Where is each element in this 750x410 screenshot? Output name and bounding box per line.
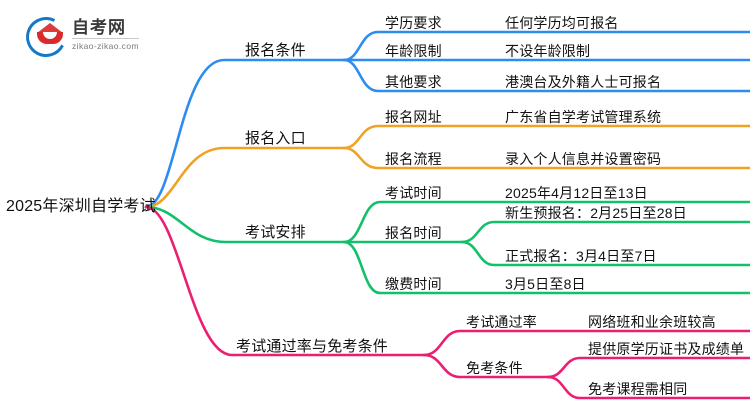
leaf-value-baomingwangzhi: 广东省自学考试管理系统 [505, 109, 662, 125]
logo-text-block: 自考网 zikao-zikao.com [72, 18, 139, 52]
branch-label-kaoshitongguolvyumiankaotiaojian: 考试通过率与免考条件 [236, 338, 389, 355]
leaf-label-nianlingxianzhi: 年龄限制 [385, 43, 442, 59]
leaf-label-qitayaoqiu: 其他要求 [385, 74, 442, 90]
leaf-value-miankaotiaojian-kecheng: 免考课程需相同 [588, 381, 688, 397]
leaf-value-baomingshijian-xinsheng: 新生预报名：2月25日至28日 [505, 205, 687, 221]
leaf-label-kaoshitongguolv: 考试通过率 [466, 314, 537, 330]
leaf-label-jiaofeishijian: 缴费时间 [385, 276, 442, 292]
branch-label-baomingrukou: 报名入口 [245, 130, 306, 147]
mindmap-root-node: 2025年深圳自学考试 [6, 198, 156, 215]
leaf-value-baomingliucheng: 录入个人信息并设置密码 [505, 151, 662, 167]
leaf-value-miankaotiaojian-zhengshu: 提供原学历证书及成绩单 [588, 341, 745, 357]
leaf-label-xueliyaoqiu: 学历要求 [385, 15, 442, 31]
logo-domain: zikao-zikao.com [72, 38, 139, 52]
wire-baomingrukou-to-wangzhi [342, 124, 750, 150]
branch-label-kaoshianpai: 考试安排 [245, 224, 306, 241]
leaf-value-jiaofeishijian: 3月5日至8日 [505, 276, 586, 292]
leaf-value-baomingshijian-zhengshi: 正式报名：3月4日至7日 [505, 248, 657, 264]
logo-cap-top-shape [37, 23, 63, 33]
leaf-label-miankaotiaojian: 免考条件 [466, 360, 523, 376]
graduation-cap-icon [20, 11, 72, 63]
leaf-label-kaoshishijian: 考试时间 [385, 185, 442, 201]
leaf-label-baomingliucheng: 报名流程 [385, 151, 442, 167]
branch-label-baomingtiaojian: 报名条件 [245, 42, 306, 59]
site-logo: 自考网 zikao-zikao.com [20, 11, 176, 63]
leaf-value-qitayaoqiu: 港澳台及外籍人士可报名 [505, 74, 662, 90]
leaf-value-xueliyaoqiu: 任何学历均可报名 [505, 15, 619, 31]
wire-baomingshijian-to-xinsheng [460, 220, 750, 244]
wire-root-to-baomingrukou [144, 146, 346, 209]
wire-miankaotiaojian-to-zhengshu [546, 356, 750, 379]
leaf-value-kaoshitongguolv: 网络班和业余班较高 [588, 314, 716, 330]
logo-cap-notch-shape [43, 32, 57, 39]
leaf-value-kaoshishijian: 2025年4月12日至13日 [505, 185, 648, 201]
leaf-value-nianlingxianzhi: 不设年龄限制 [505, 43, 591, 59]
logo-title: 自考网 [72, 18, 126, 37]
leaf-label-baomingshijian: 报名时间 [385, 225, 442, 241]
leaf-label-baomingwangzhi: 报名网址 [385, 109, 442, 125]
